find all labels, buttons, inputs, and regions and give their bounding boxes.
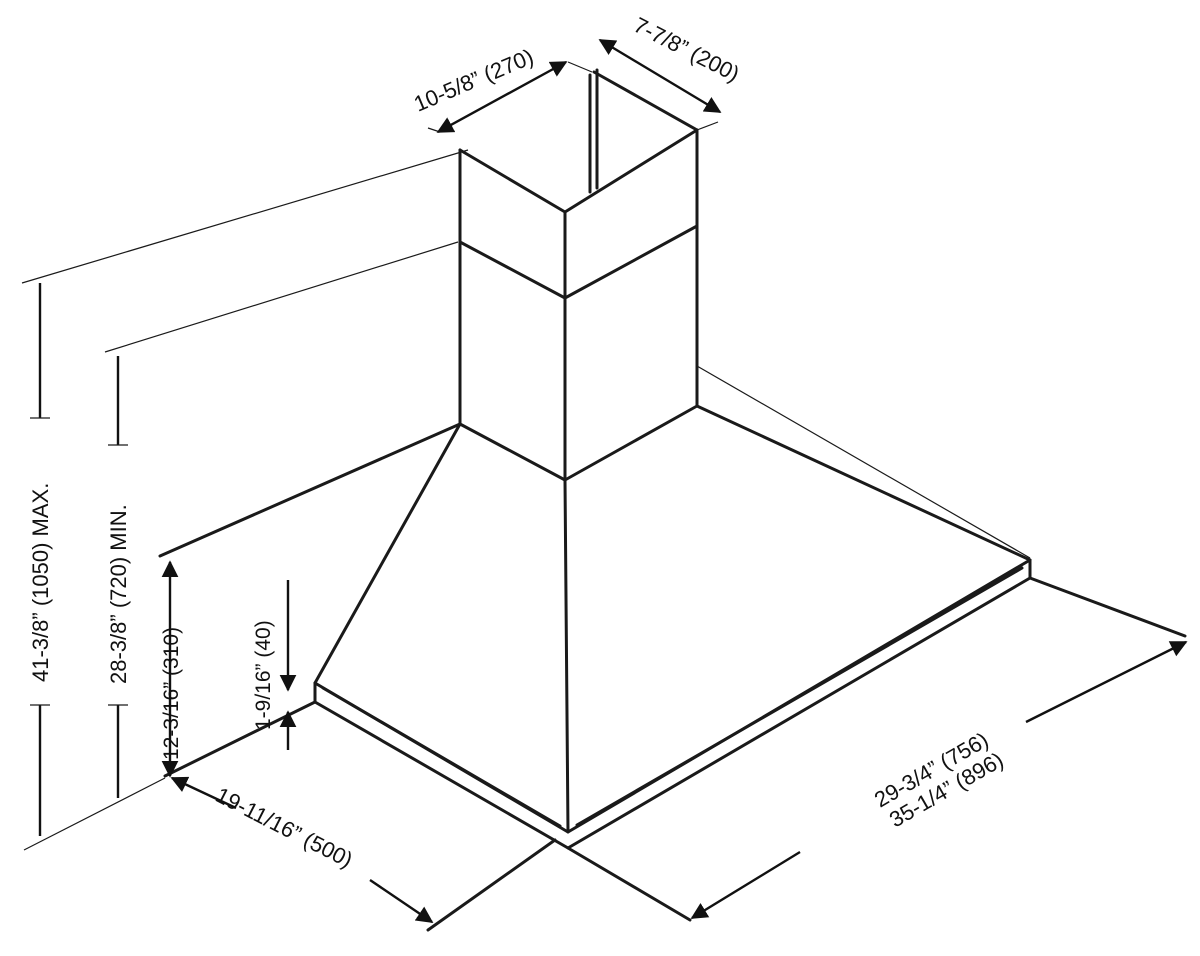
- min-height-label: 28-3/8” (720) MIN.: [106, 504, 131, 684]
- wall-outline: [21, 149, 469, 851]
- canopy: [313, 365, 1032, 850]
- dimension-lines: [30, 38, 1188, 923]
- canopy-height-label: 12-3/16” (310): [160, 627, 183, 760]
- lip-height-label: 1-9/16” (40): [252, 620, 275, 730]
- duct-depth-label: 7-7/8” (200): [630, 12, 744, 86]
- chimney-upper: [458, 68, 699, 300]
- chimney-lower: [458, 224, 699, 482]
- depth-label: 19-11/16” (500): [212, 782, 357, 872]
- extension-lines: [426, 61, 1187, 932]
- duct-width-label: 10-5/8” (270): [410, 44, 537, 117]
- max-height-label: 41-3/8” (1050) MAX.: [28, 483, 53, 682]
